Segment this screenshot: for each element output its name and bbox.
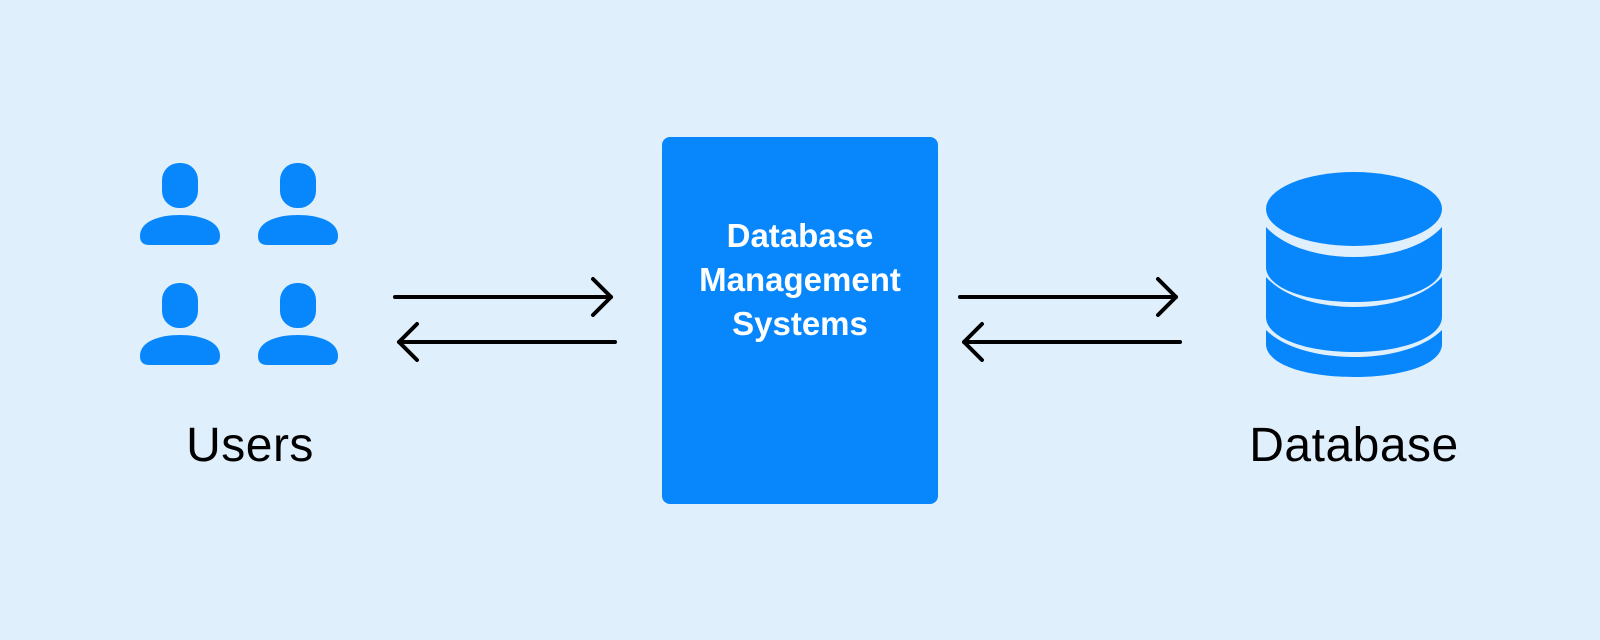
database-label: Database: [1249, 419, 1459, 472]
arrow-left-head: [397, 322, 419, 362]
dbms-database-arrows: [958, 268, 1182, 364]
user-icon: [258, 163, 338, 245]
arrow-right-head: [1156, 277, 1178, 317]
dbms-label-line-2: Management: [699, 260, 901, 298]
database-icon: [1264, 172, 1444, 377]
dbms-label-line-1: Database: [726, 216, 874, 254]
user-icon: [140, 163, 220, 245]
dbms-label-line-3: Systems: [732, 304, 868, 342]
dbms-box: Database Management Systems: [662, 137, 938, 504]
dbms-label: Database Management Systems: [699, 214, 901, 346]
users-icon-group: [140, 163, 340, 368]
user-icon: [258, 283, 338, 365]
user-icon: [140, 283, 220, 365]
arrow-right-head: [591, 277, 613, 317]
arrow-left-head: [962, 322, 984, 362]
users-dbms-arrows: [393, 268, 617, 364]
users-label: Users: [186, 419, 314, 472]
